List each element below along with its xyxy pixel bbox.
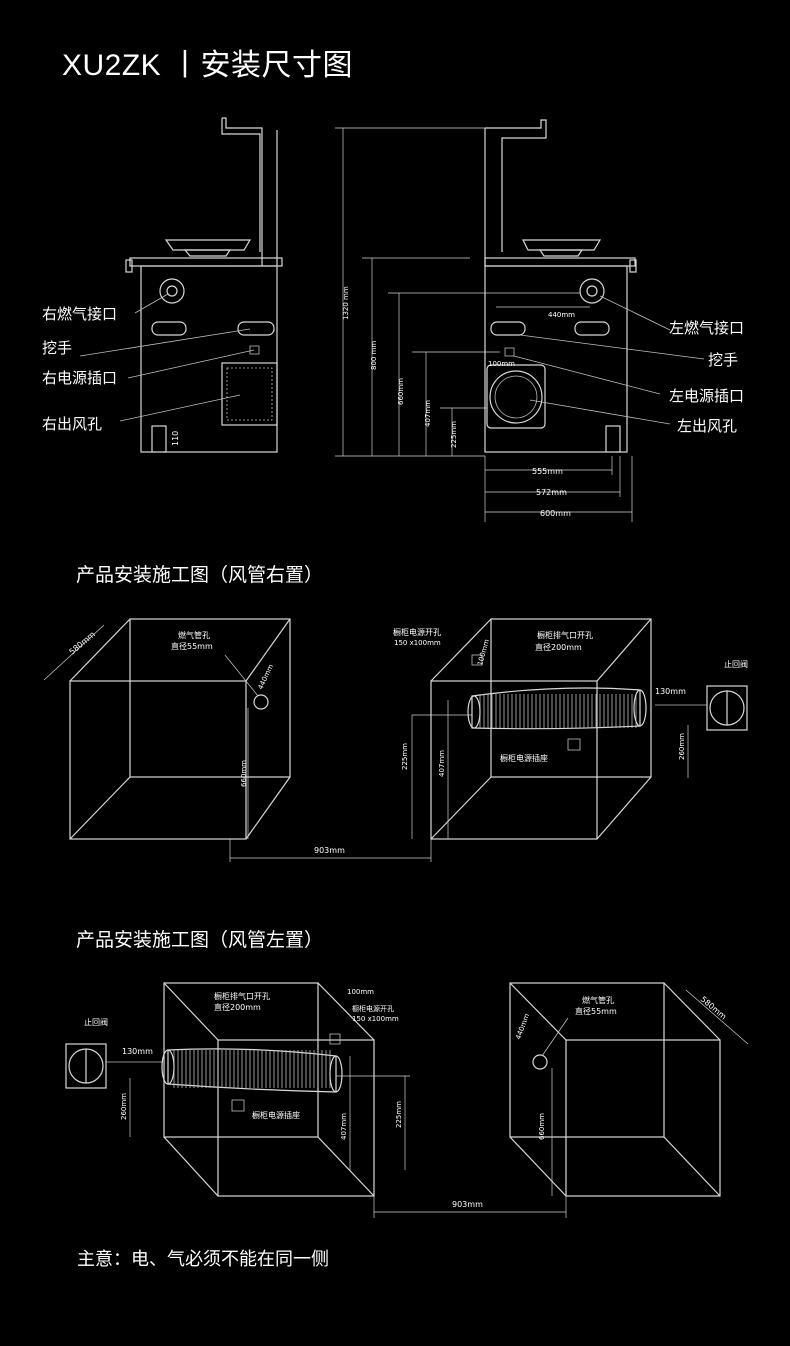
label-left-outlet: 左出风孔	[677, 417, 737, 435]
cabinet-left	[43, 618, 291, 840]
dim-440-l: 440mm	[514, 1012, 531, 1040]
label-left-power: 左电源插口	[669, 387, 744, 405]
cabinet-gas	[509, 982, 749, 1197]
dim-660: 660mm	[397, 378, 405, 405]
dim-1320: 1320 mm	[342, 286, 350, 320]
gas-hole-dia: 直径55mm	[171, 641, 213, 651]
power-hole-label-l: 橱柜电源开孔	[352, 1004, 394, 1013]
dim-100-l: 100mm	[347, 988, 374, 996]
dim-555: 555mm	[532, 467, 563, 476]
horizontal-dimensions	[484, 456, 633, 522]
label-left-gas-inlet: 左燃气接口	[669, 319, 744, 337]
dim-660-l: 660mm	[538, 1113, 546, 1140]
label-handle-front: 挖手	[42, 339, 72, 357]
dim-225-l: 225mm	[395, 1101, 403, 1128]
label-right-outlet: 右出风孔	[42, 415, 102, 433]
section-left-title: 产品安装施工图（风管左置）	[76, 929, 324, 951]
power-socket-label-l: 橱柜电源插座	[252, 1110, 300, 1120]
footer-note: 主意：电、气必须不能在同一侧	[77, 1249, 329, 1270]
vertical-dimensions	[335, 127, 590, 457]
dim-225: 225mm	[450, 421, 458, 448]
check-valve-label-l: 止回阀	[84, 1017, 108, 1027]
exhaust-dia-l: 直径200mm	[214, 1002, 261, 1012]
dim-407: 407mm	[424, 400, 432, 427]
power-socket-label: 橱柜电源插座	[500, 753, 548, 763]
dim-130-l: 130mm	[122, 1047, 153, 1056]
flex-duct-left	[167, 1048, 337, 1093]
page-title: XU2ZK 丨安装尺寸图	[62, 49, 354, 82]
dim-903-r: 903mm	[314, 846, 345, 855]
dim-903-l: 903mm	[452, 1200, 483, 1209]
cabinet-duct	[161, 982, 375, 1197]
label-right-power: 右电源插口	[42, 369, 117, 387]
section-right-title: 产品安装施工图（风管右置）	[76, 564, 324, 586]
exhaust-dia: 直径200mm	[535, 642, 582, 652]
dim-225-r: 225mm	[401, 743, 409, 770]
cabinet-right	[430, 618, 652, 840]
dim-572: 572mm	[536, 488, 567, 497]
power-hole-size-l: 150 x100mm	[352, 1015, 399, 1023]
dim-110: 110	[171, 431, 180, 446]
dim-407-l: 407mm	[340, 1113, 348, 1140]
dim-100: 100mm	[488, 360, 515, 368]
power-hole-size: 150 x100mm	[394, 639, 441, 647]
exhaust-hole-label-l: 橱柜排气口开孔	[214, 991, 270, 1001]
dim-600: 600mm	[540, 509, 571, 518]
check-valve-left	[65, 1043, 163, 1089]
label-right-gas-inlet: 右燃气接口	[42, 305, 117, 323]
label-handle-side: 挖手	[708, 351, 738, 369]
dim-800: 800 mm	[370, 341, 378, 370]
side-view-product	[484, 119, 705, 453]
dim-407-r: 407mm	[438, 750, 446, 777]
check-valve-right	[655, 685, 748, 731]
front-view-product	[79, 117, 283, 453]
exhaust-hole-label: 橱柜排气口开孔	[537, 630, 593, 640]
gas-hole-dia-l: 直径55mm	[575, 1006, 617, 1016]
check-valve-label-r: 止回阀	[724, 659, 748, 669]
flex-duct-right	[471, 687, 641, 730]
dim-440: 440mm	[548, 311, 575, 319]
dim-130-r: 130mm	[655, 687, 686, 696]
gas-hole-label: 燃气管孔	[178, 630, 210, 640]
gas-hole-label-l: 燃气管孔	[582, 995, 614, 1005]
elevation-drawing: 右燃气接口 挖手 右电源插口 右出风孔 110 左燃气接口 挖手 左电源插口 左…	[42, 117, 744, 522]
depth-580-l: 580mm	[699, 995, 729, 1022]
dim-260-l: 260mm	[120, 1093, 128, 1120]
power-hole-label: 橱柜电源开孔	[393, 627, 441, 637]
dim-660-r: 660mm	[240, 760, 248, 787]
dim-260-r: 260mm	[678, 733, 686, 760]
